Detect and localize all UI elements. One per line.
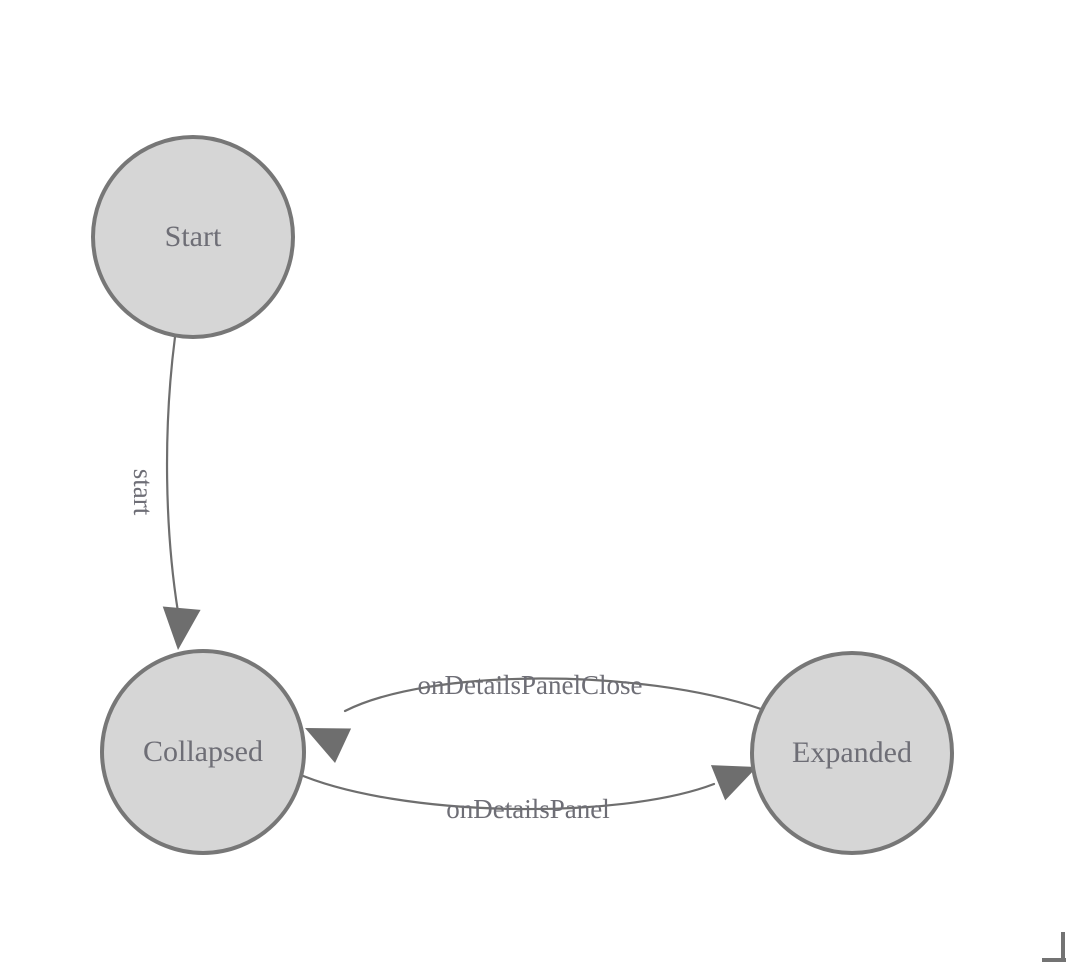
edge-path-start-to-collapsed xyxy=(165,335,180,614)
edges-layer: start onDetailsPanelClose onDetailsPanel xyxy=(128,335,764,824)
node-label-collapsed: Collapsed xyxy=(143,735,263,768)
edge-label-expanded-to-collapsed: onDetailsPanelClose xyxy=(418,670,643,700)
edge-label-collapsed-to-expanded: onDetailsPanel xyxy=(446,794,609,824)
corner-mark[interactable] xyxy=(1042,932,1066,962)
arrowhead-expanded-to-collapsed xyxy=(305,728,352,763)
node-shape-expanded xyxy=(750,651,954,855)
edge-start-to-collapsed[interactable]: start xyxy=(128,335,201,652)
edge-expanded-to-collapsed[interactable]: onDetailsPanelClose xyxy=(297,670,763,763)
node-shape-start xyxy=(91,135,295,339)
arrowhead-start-to-collapsed xyxy=(162,606,201,650)
arrowhead-collapsed-to-expanded xyxy=(710,765,757,801)
node-label-start: Start xyxy=(165,220,222,253)
edge-path-expanded-to-collapsed xyxy=(343,677,763,713)
edge-path-collapsed-to-expanded xyxy=(294,771,716,811)
node-collapsed[interactable]: Collapsed xyxy=(100,649,306,855)
edge-collapsed-to-expanded[interactable]: onDetailsPanel xyxy=(294,749,764,824)
node-expanded[interactable]: Expanded xyxy=(750,651,954,855)
node-shape-collapsed xyxy=(100,649,306,855)
node-label-expanded: Expanded xyxy=(792,736,912,769)
node-start[interactable]: Start xyxy=(91,135,295,339)
edge-label-start-to-collapsed: start xyxy=(128,469,158,516)
